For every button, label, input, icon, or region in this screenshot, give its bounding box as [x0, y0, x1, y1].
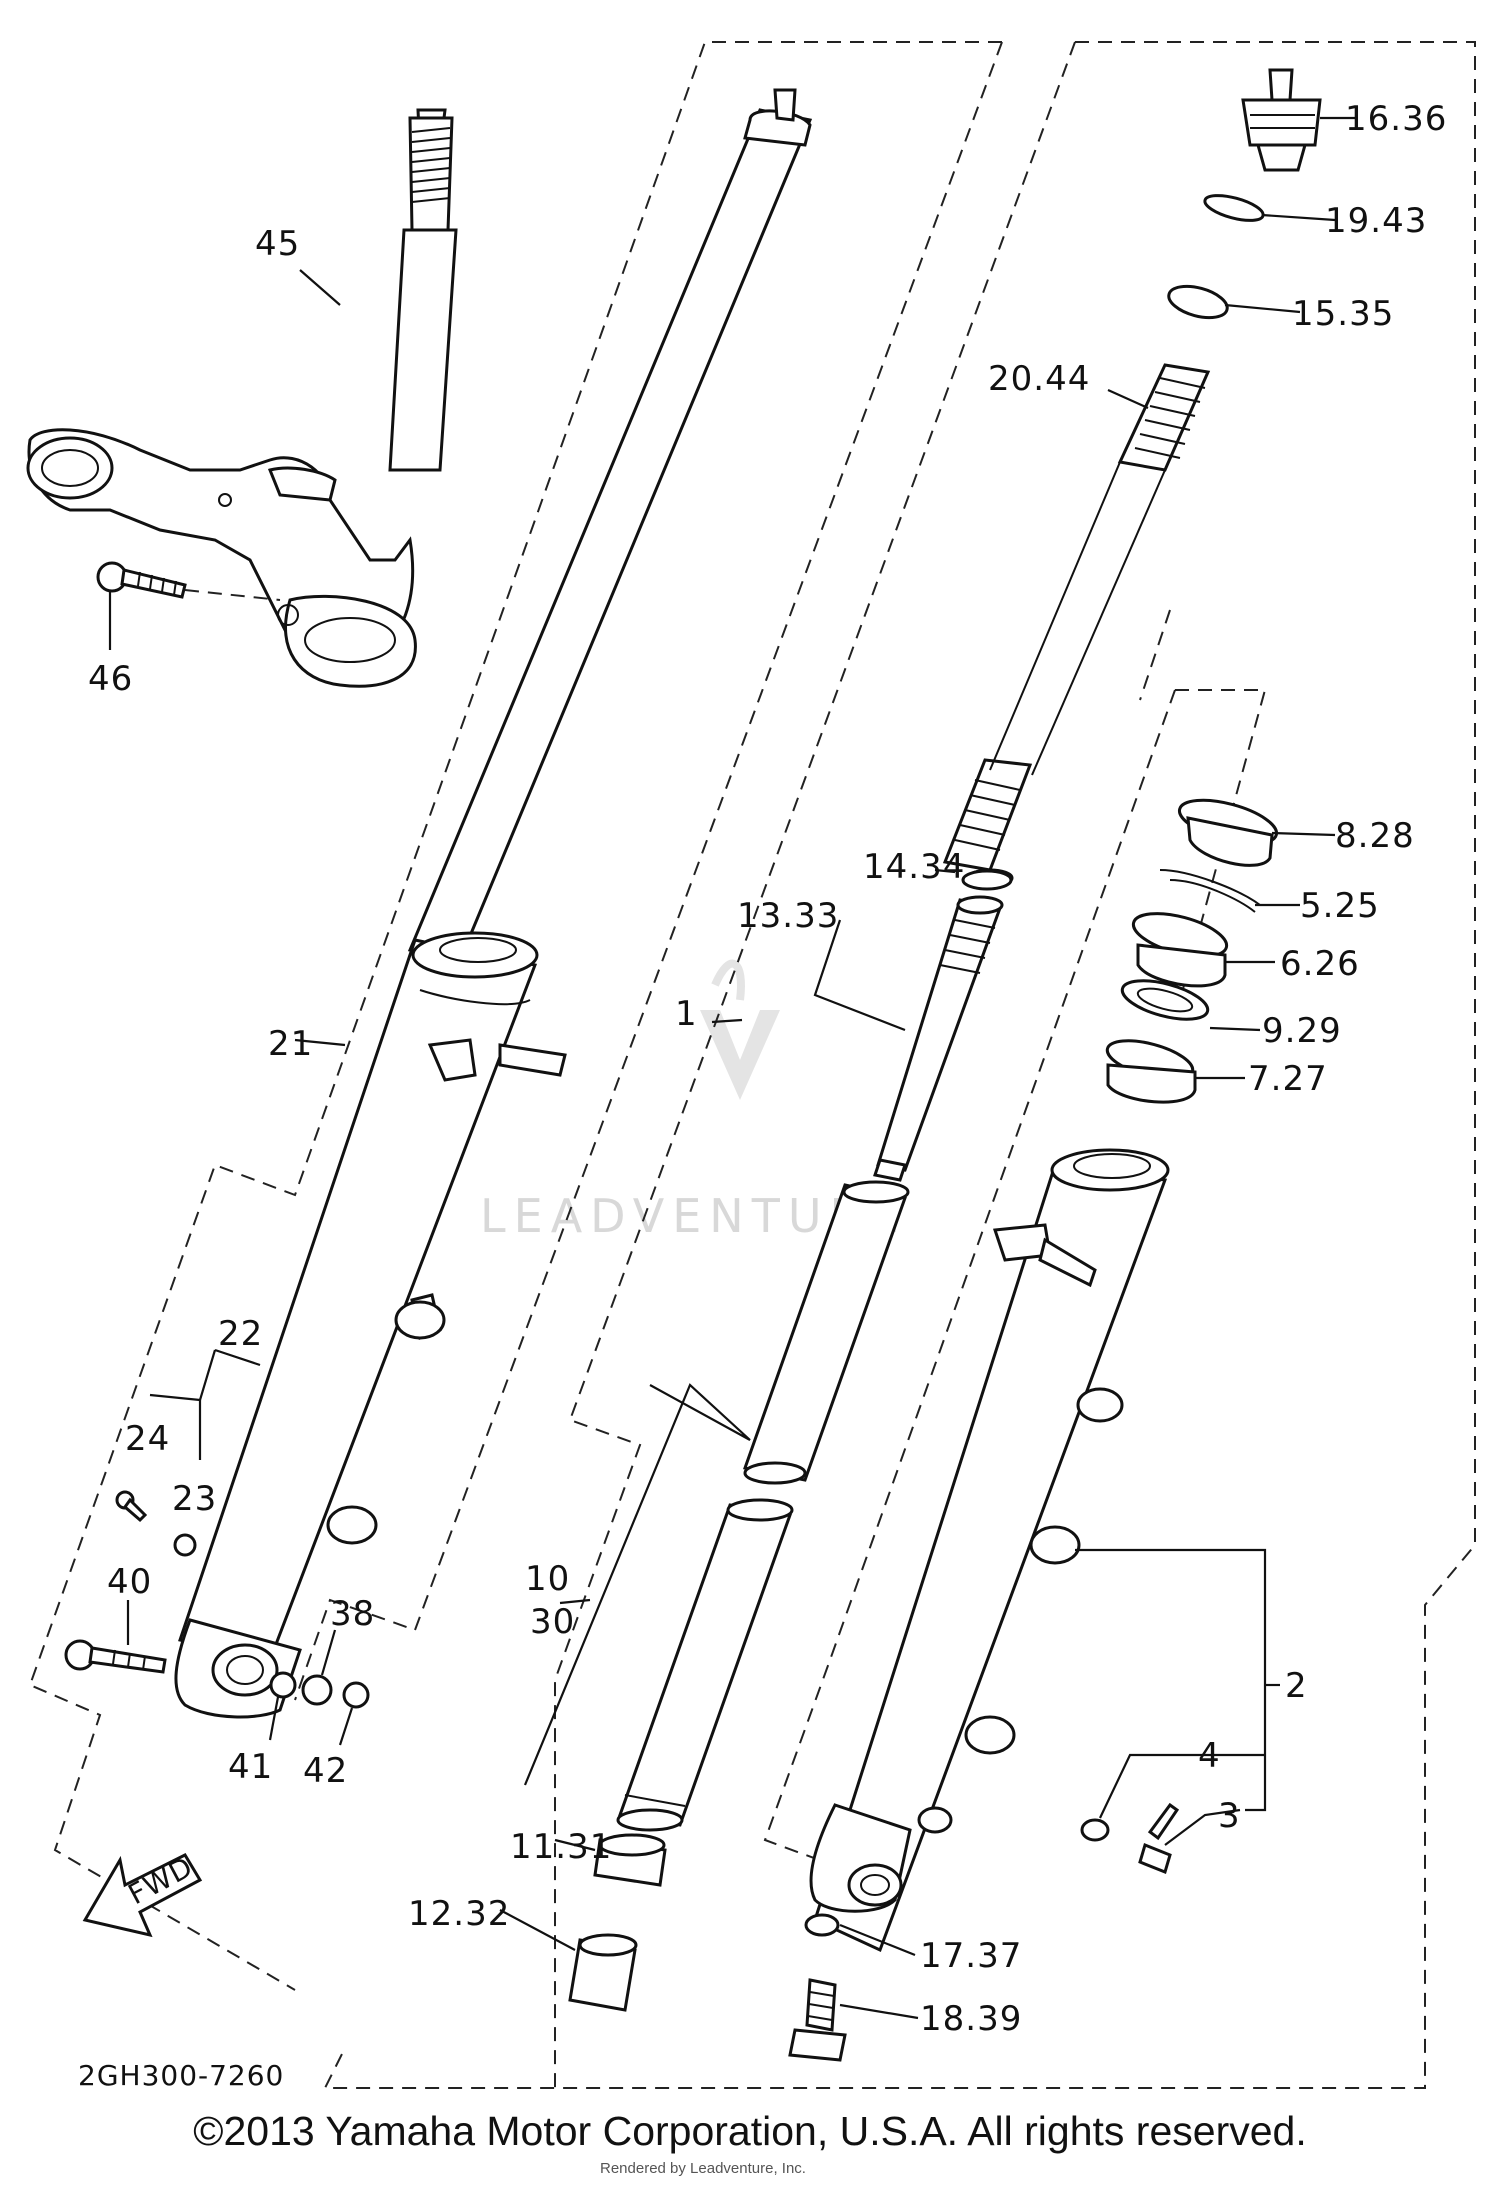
label-21: 21: [268, 1024, 313, 1064]
washer-17-37: [804, 1913, 840, 1937]
label-38: 38: [330, 1594, 375, 1634]
leader-21: [294, 1038, 346, 1047]
label-30: 30: [530, 1602, 575, 1642]
leader-22-bracket: [149, 1348, 261, 1460]
label-42: 42: [303, 1751, 348, 1791]
nut-38: [301, 1674, 333, 1706]
label-19-43: 19.43: [1325, 201, 1427, 241]
label-23: 23: [172, 1479, 217, 1519]
bolt-18-39: [788, 1978, 847, 2062]
nut-42: [342, 1681, 370, 1709]
steering-stem-bracket: [26, 108, 458, 688]
label-18-39: 18.39: [920, 1999, 1022, 2039]
label-4: 4: [1198, 1736, 1221, 1776]
bolt-40: [64, 1639, 167, 1674]
leader-38: [320, 1629, 337, 1676]
label-22: 22: [218, 1314, 263, 1354]
damper-rod-assembly: [568, 758, 1033, 2012]
middle-leaders: [499, 868, 956, 1951]
washer-23: [173, 1533, 197, 1557]
label-14-34: 14.34: [863, 847, 965, 887]
leader-45: [299, 269, 341, 306]
washer-14-34: [961, 869, 1013, 891]
label-41: 41: [228, 1747, 273, 1787]
label-1: 1: [675, 994, 698, 1034]
label-9-29: 9.29: [1262, 1011, 1342, 1051]
left-fork-assembly: [174, 88, 813, 1719]
label-15-35: 15.35: [1292, 294, 1394, 334]
label-8-28: 8.28: [1335, 816, 1415, 856]
screw-24: [115, 1490, 148, 1523]
label-12-32: 12.32: [408, 1894, 510, 1934]
leader-42: [338, 1707, 354, 1746]
diagram-code: 2GH300-7260: [78, 2059, 284, 2092]
label-7-27: 7.27: [1248, 1059, 1328, 1099]
label-6-26: 6.26: [1280, 944, 1360, 984]
dashed-boundaries: [28, 41, 1476, 2089]
washer-4: [1080, 1818, 1110, 1842]
label-16-36: 16.36: [1345, 99, 1447, 139]
screw-3: [1138, 1802, 1180, 1875]
copyright-notice: ©2013 Yamaha Motor Corporation, U.S.A. A…: [193, 2108, 1307, 2154]
label-20-44: 20.44: [988, 359, 1090, 399]
label-46: 46: [88, 659, 133, 699]
label-3: 3: [1218, 1796, 1241, 1836]
fwd-arrow-icon: FWD: [82, 1850, 203, 1938]
label-13-33: 13.33: [737, 896, 839, 936]
washer-41: [269, 1671, 297, 1699]
right-outer-tube: [809, 1148, 1170, 1953]
label-11-31: 11.31: [510, 1827, 612, 1867]
label-5-25: 5.25: [1300, 886, 1380, 926]
label-45: 45: [255, 224, 300, 264]
render-credit: Rendered by Leadventure, Inc.: [600, 2160, 806, 2177]
label-10: 10: [525, 1559, 570, 1599]
label-40: 40: [107, 1562, 152, 1602]
right-leaders: [839, 116, 1355, 2020]
label-2: 2: [1285, 1666, 1308, 1706]
leader-41: [268, 1696, 280, 1741]
label-17-37: 17.37: [920, 1936, 1022, 1976]
label-24: 24: [125, 1419, 170, 1459]
bolt-46: [96, 561, 281, 601]
right-upper-parts: [989, 68, 1322, 1104]
